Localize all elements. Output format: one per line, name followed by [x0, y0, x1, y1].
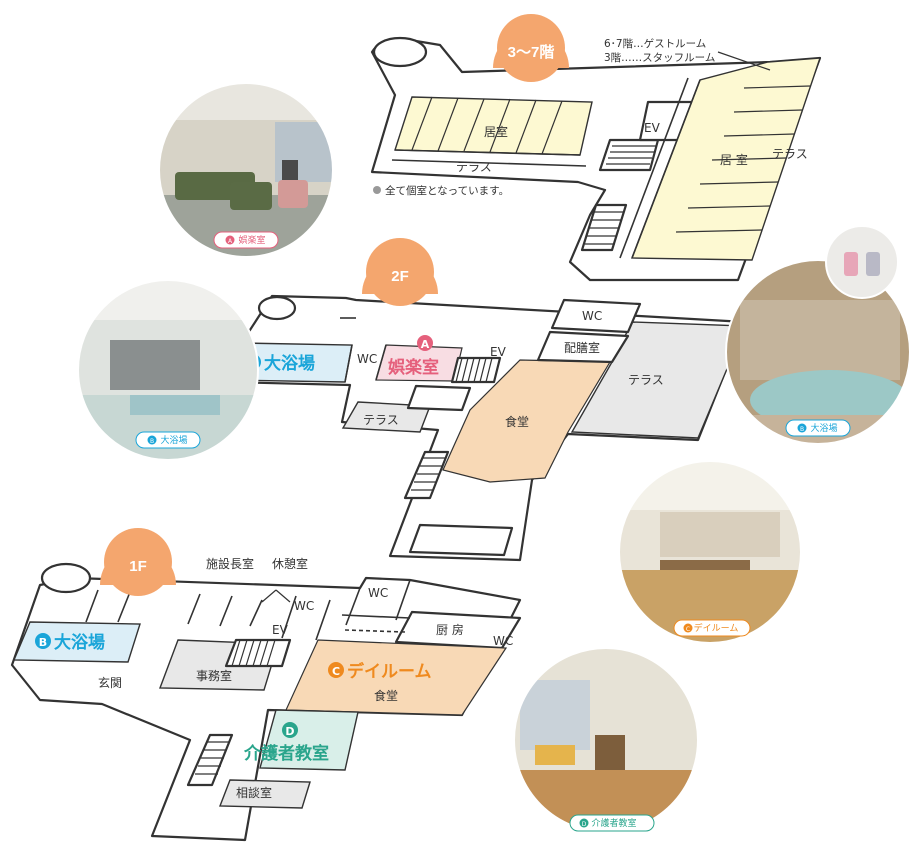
director-label-1f: 施設長室 [206, 556, 254, 571]
wc-label-1f-c: WC [493, 634, 513, 648]
ev-label-3-7: EV [644, 121, 661, 135]
svg-text:C: C [686, 626, 690, 633]
recreation-label-2f: 娯楽室 [388, 357, 439, 378]
svg-text:D: D [582, 821, 587, 828]
svg-text:3～7階: 3～7階 [508, 43, 555, 61]
guest-room-note: 6･7階…ゲストルーム [604, 38, 706, 50]
svg-text:介護者教室: 介護者教室 [591, 817, 636, 829]
letter-a-icon [417, 335, 433, 351]
pantry-label-2f: 配膳室 [564, 340, 600, 355]
wc-label-2f-left: WC [357, 352, 377, 366]
floor-3-7-plan: 居室 テラス EV 居 室 テラス 6･7階…ゲストルーム 3階……スタッフルー… [370, 36, 822, 282]
room-label-3-7-left: 居室 [484, 124, 508, 139]
floor-badge-1: 1F [100, 528, 176, 596]
terrace-label-2f-left: テラス [363, 413, 399, 427]
photo-recreation: A 娯楽室 [158, 82, 334, 258]
svg-text:大浴場: 大浴場 [160, 434, 187, 446]
terrace-label-2f-right: テラス [628, 373, 664, 387]
ev-label-2f: EV [490, 345, 507, 359]
letter-b-icon [35, 633, 51, 649]
svg-text:B: B [800, 426, 804, 433]
svg-text:A: A [228, 238, 233, 245]
photo-care-class: D 介護者教室 [513, 647, 699, 833]
floor-2-plan: WC EV WC 配膳室 テラス テラス 食堂 B 大浴場 A 娯楽室 [223, 294, 747, 562]
svg-text:A: A [421, 338, 430, 351]
svg-text:B: B [39, 636, 47, 649]
svg-text:D: D [285, 725, 294, 738]
wc-label-2f: WC [582, 309, 602, 323]
care-class-label-1f: 介護者教室 [243, 743, 329, 764]
svg-text:C: C [332, 665, 340, 678]
svg-text:大浴場: 大浴場 [810, 422, 837, 434]
letter-c-icon [328, 662, 344, 678]
room-label-3-7-right: 居 室 [720, 152, 748, 167]
consult-label-1f: 相談室 [236, 785, 272, 800]
ev-label-1f: EV [272, 623, 289, 637]
bath-label-2f: 大浴場 [264, 353, 315, 374]
bath-label-1f: 大浴場 [54, 632, 105, 653]
note-bullet-icon [373, 186, 381, 194]
floor-1-plan: 施設長室 休憩室 WC WC WC EV 玄関 事務室 厨 房 食堂 相談室 B… [10, 556, 522, 842]
photo-bath-right: B 大浴場 [725, 225, 911, 445]
terrace-label-3-7-left: テラス [456, 160, 492, 174]
entrance-label-1f: 玄関 [98, 675, 122, 690]
svg-text:1F: 1F [129, 558, 147, 575]
lounge-label-1f: 休憩室 [272, 556, 308, 571]
dayroom-label-1f: デイルーム [347, 661, 432, 682]
floor-badge-3-7: 3～7階 [493, 14, 569, 82]
wc-label-1f-b: WC [368, 586, 388, 600]
svg-text:娯楽室: 娯楽室 [238, 234, 265, 246]
svg-text:デイルーム: デイルーム [694, 622, 739, 634]
office-label-1f: 事務室 [196, 668, 232, 683]
private-room-note: 全て個室となっています。 [385, 184, 509, 197]
kitchen-label-1f: 厨 房 [436, 622, 464, 637]
svg-text:2F: 2F [391, 268, 409, 285]
floor-badge-2: 2F [362, 238, 438, 306]
svg-text:B: B [150, 438, 154, 445]
letter-d-icon [282, 722, 298, 738]
photo-dayroom: C デイルーム [618, 460, 802, 644]
terrace-label-3-7-right: テラス [772, 147, 808, 161]
photo-bath-left: B 大浴場 [77, 279, 259, 461]
dining-label-1f: 食堂 [374, 688, 398, 703]
staff-room-note: 3階……スタッフルーム [604, 52, 715, 64]
wc-label-1f-a: WC [294, 599, 314, 613]
dining-label-2f: 食堂 [505, 414, 529, 429]
